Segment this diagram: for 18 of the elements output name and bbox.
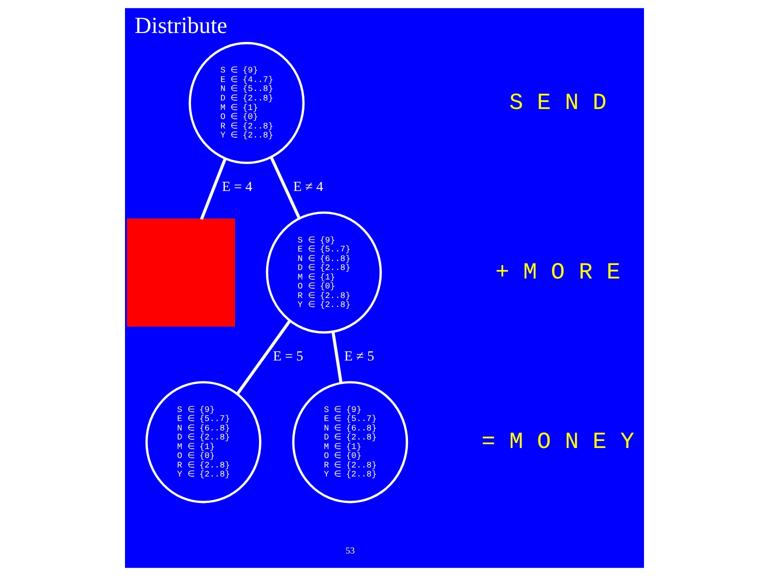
edge-label: E = 4 — [222, 180, 252, 196]
connector — [199, 158, 226, 220]
node-circle: S ∈ {9} E ∈ {5..7} N ∈ {6..8} D ∈ {2..8} M ∈ {1} O ∈ {0} R ∈ {2..8} Y ∈ {2..8} — [292, 381, 408, 504]
label: S E N D — [508, 90, 606, 116]
edge-label: E = 5 — [272, 350, 303, 365]
node-circle: S ∈ {9} E ∈ {5..7} N ∈ {6..8} D ∈ {2..8} M ∈ {1} O ∈ {0} R ∈ {2..8} Y ∈ {2..8} — [144, 381, 261, 504]
connector — [236, 320, 291, 395]
connector — [269, 156, 300, 220]
edge-label: E ≠ 4 — [292, 180, 323, 196]
label: + M O R E — [494, 259, 620, 286]
node-circle: S ∈ {9} E ∈ {4..7} N ∈ {5..8} D ∈ {2..8} M ∈ {1} O ∈ {0} R ∈ {2..8} Y ∈ {2..8} — [188, 42, 304, 164]
node-circle: S ∈ {9} E ∈ {5..7} N ∈ {6..8} D ∈ {2..8} M ∈ {1} O ∈ {0} R ∈ {2..8} Y ∈ {2..8} — [265, 212, 382, 334]
label: = M O N E Y — [480, 428, 634, 455]
node-box — [126, 218, 235, 327]
label: 53 — [345, 546, 354, 556]
edge-label: E ≠ 5 — [344, 350, 374, 365]
connector — [330, 332, 342, 383]
diagram-title: Distribute — [134, 12, 227, 39]
